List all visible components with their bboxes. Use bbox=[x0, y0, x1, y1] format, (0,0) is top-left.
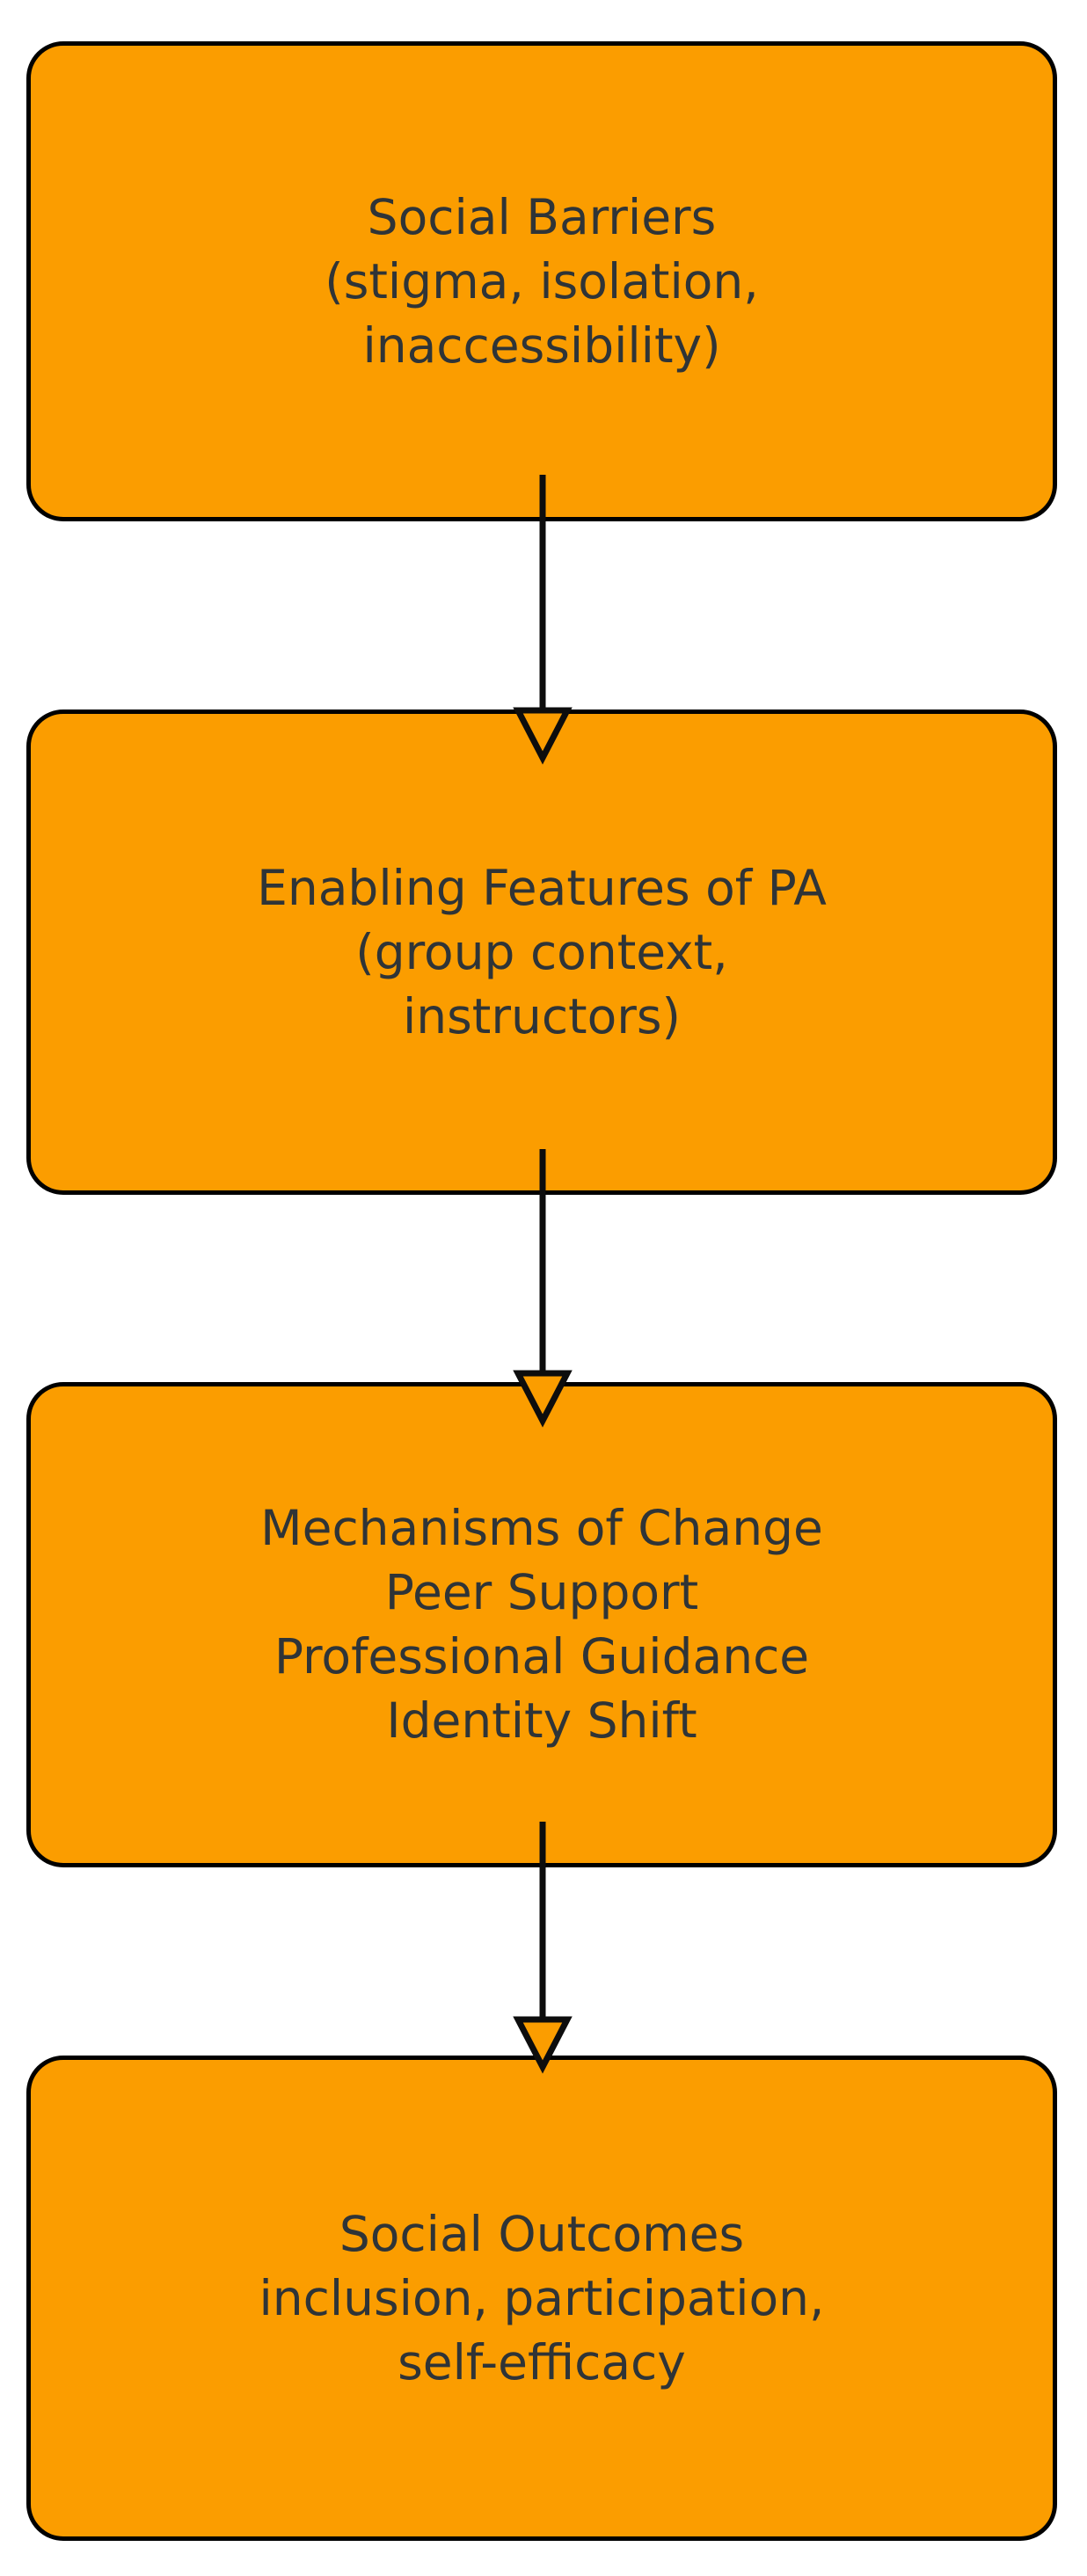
flow-node-social-outcomes[interactable]: Social Outcomes inclusion, participation… bbox=[26, 2056, 1057, 2541]
flow-node-enabling-features[interactable]: Enabling Features of PA (group context, … bbox=[26, 709, 1057, 1195]
flow-node-mechanisms-of-change[interactable]: Mechanisms of Change Peer Support Profes… bbox=[26, 1382, 1057, 1867]
flow-node-label: Mechanisms of Change Peer Support Profes… bbox=[260, 1500, 823, 1749]
flow-node-label: Social Outcomes inclusion, participation… bbox=[259, 2205, 825, 2390]
flow-node-social-barriers[interactable]: Social Barriers (stigma, isolation, inac… bbox=[26, 41, 1057, 521]
flow-node-label: Enabling Features of PA (group context, … bbox=[257, 859, 827, 1044]
flow-node-label: Social Barriers (stigma, isolation, inac… bbox=[325, 188, 759, 374]
